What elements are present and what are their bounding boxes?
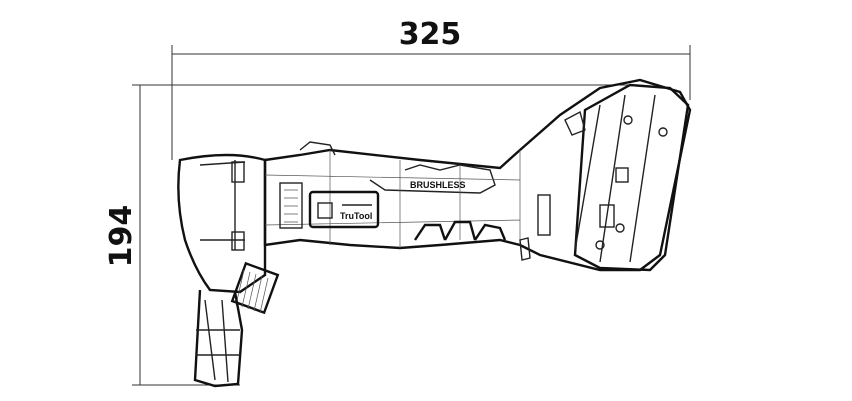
brand-logo-text: TruTool [340, 211, 372, 221]
nibbler-tool-outline: TruTool BRUSHLESS [177, 78, 692, 388]
height-dimension-label: 194 [104, 205, 139, 268]
height-dimension: 194 [104, 84, 630, 386]
brushless-label: BRUSHLESS [410, 180, 466, 190]
width-dimension: 325 [171, 17, 691, 160]
width-dimension-label: 325 [399, 17, 462, 52]
brand-badge [308, 190, 380, 229]
